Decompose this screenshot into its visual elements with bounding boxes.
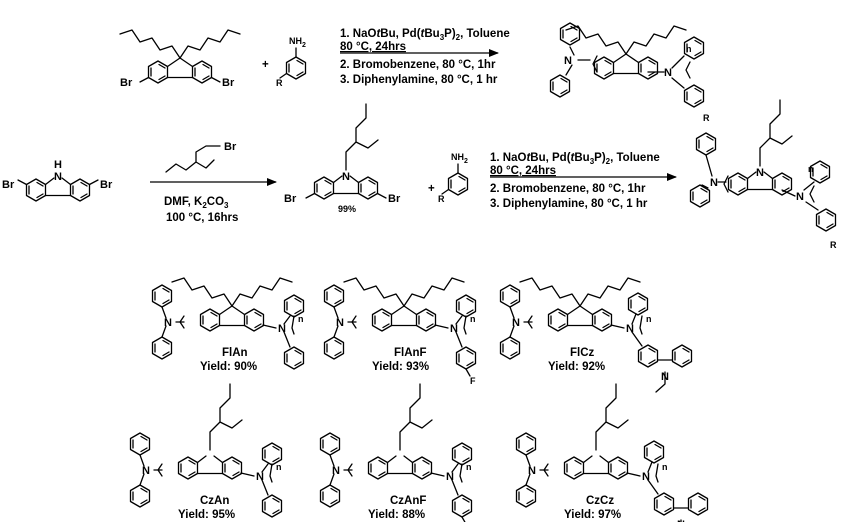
dibromocarbazole <box>17 177 99 202</box>
sm2-br-left: Br <box>2 179 15 191</box>
aniline-1-nh: NH2 <box>289 36 306 49</box>
polymer-yield: Yield: 97% <box>564 509 621 521</box>
polymer-czanf: NNnFCzAnFYield: 88% <box>319 384 473 522</box>
aniline-2-r: R <box>438 194 445 204</box>
polymer-n-left: N <box>512 317 520 329</box>
plus-sign-2: + <box>428 183 435 195</box>
polymer-name: CzAn <box>200 495 229 507</box>
polymer-repeat-n: n <box>662 462 668 472</box>
polymer-yield: Yield: 95% <box>178 509 235 521</box>
polymer-name: CzAnF <box>390 495 426 507</box>
cond2-line1: DMF, K2CO3 <box>164 196 229 210</box>
conditions-2: 1. NaOtBu, Pd(tBu3P)2, Toluene 80 °C, 24… <box>490 152 677 210</box>
polymer-n-right: N <box>626 323 634 335</box>
aniline-1 <box>279 47 307 80</box>
polymer-cz-n: N <box>677 519 685 522</box>
sm2-n: N <box>54 171 62 183</box>
polymer-name: CzCz <box>586 495 614 507</box>
cond3-line1: 1. NaOtBu, Pd(tBu3P)2, Toluene <box>490 152 660 166</box>
polymer-n-right: N <box>642 471 650 483</box>
polymer-yield: Yield: 88% <box>368 509 425 521</box>
dibromofluorene <box>120 30 240 83</box>
polymer-n-right: N <box>256 471 264 483</box>
polymer-n-left: N <box>528 465 536 477</box>
polymer-n-right: N <box>446 471 454 483</box>
polymer-name: FlAn <box>222 347 248 359</box>
product-1-n-sub: n <box>686 44 692 54</box>
polymer-yield: Yield: 92% <box>548 361 605 373</box>
polymer-repeat-n: n <box>470 314 476 324</box>
polymer-n-left: N <box>164 317 172 329</box>
int-n: N <box>342 171 350 183</box>
polymer-yield: Yield: 93% <box>372 361 429 373</box>
polymer-cz-n: N <box>661 371 669 383</box>
int-br-left: Br <box>284 193 297 205</box>
polymer-flanf: N NnF FlAnF Yield: 93% <box>323 278 477 386</box>
conditions-1: 1. NaOtBu, Pd(tBu3P)2, Toluene 80 °C, 24… <box>340 28 510 86</box>
polymer-repeat-n: n <box>646 314 652 324</box>
cond1-line1b: 80 °C, 24hrs <box>340 41 406 53</box>
polymer-name: FlAnF <box>394 347 427 359</box>
product-1: N N n R <box>549 22 710 123</box>
cond3-line1b: 80 °C, 24hrs <box>490 165 556 177</box>
product-1-n-left: N <box>564 55 572 67</box>
sm1-br-right: Br <box>222 77 235 89</box>
polymer-czcz: NNnNCzCzYield: 97% <box>515 384 709 522</box>
reagent-br: Br <box>224 141 237 153</box>
polymer-fluoro: F <box>470 376 476 386</box>
scheme-1: Br Br + NH2 R 1. NaOtBu, Pd(tBu3P)2, Tol… <box>120 22 710 123</box>
plus-sign: + <box>262 59 269 71</box>
polymer-n-right: N <box>278 323 286 335</box>
product-2-n-sub: n <box>808 164 814 174</box>
sm2-br-right: Br <box>100 179 113 191</box>
polymer-repeat-n: n <box>276 462 282 472</box>
polymer-n-left: N <box>336 317 344 329</box>
product-2-cz-n: N <box>756 167 764 179</box>
polymer-repeat-n: n <box>298 314 304 324</box>
product-2-r: R <box>830 240 837 250</box>
aniline-1-r: R <box>276 78 283 88</box>
product-2-n: N <box>796 191 804 203</box>
cond3-line3: 3. Diphenylamine, 80 °C, 1 hr <box>490 198 648 210</box>
aniline-2-nh: NH2 <box>451 152 468 165</box>
alkyl-carbazole <box>305 104 387 199</box>
product-1-n: N <box>664 67 672 79</box>
product-2-n-left: N <box>710 177 718 189</box>
polymer-n-left: N <box>332 465 340 477</box>
cond2-line2: 100 °C, 16hrs <box>166 212 238 224</box>
cond1-line1: 1. NaOtBu, Pd(tBu3P)2, Toluene <box>340 28 510 42</box>
ethylhexyl-bromide <box>165 145 221 173</box>
product-2-dpa <box>689 132 717 208</box>
cond1-line2: 2. Bromobenzene, 80 °C, 1hr <box>340 59 496 71</box>
sm1-br-left: Br <box>120 77 133 89</box>
polymer-n-right: N <box>450 323 458 335</box>
polymer-repeat-n: n <box>466 462 472 472</box>
product-2: N N N n R <box>689 100 837 250</box>
polymer-n-left: N <box>142 465 150 477</box>
int-yield: 99% <box>338 204 356 214</box>
int-br-right: Br <box>388 193 401 205</box>
scheme-2: N H Br Br Br DMF, K2CO3 100 °C, 16hrs N … <box>2 100 837 250</box>
polymer-yield: Yield: 90% <box>200 361 257 373</box>
polymer-name: FlCz <box>570 347 595 359</box>
aniline-2 <box>441 163 469 196</box>
product-1-r: R <box>703 113 710 123</box>
sm2-h: H <box>54 159 62 171</box>
cond1-line3: 3. Diphenylamine, 80 °C, 1 hr <box>340 74 498 86</box>
cond3-line2: 2. Bromobenzene, 80 °C, 1hr <box>490 183 646 195</box>
